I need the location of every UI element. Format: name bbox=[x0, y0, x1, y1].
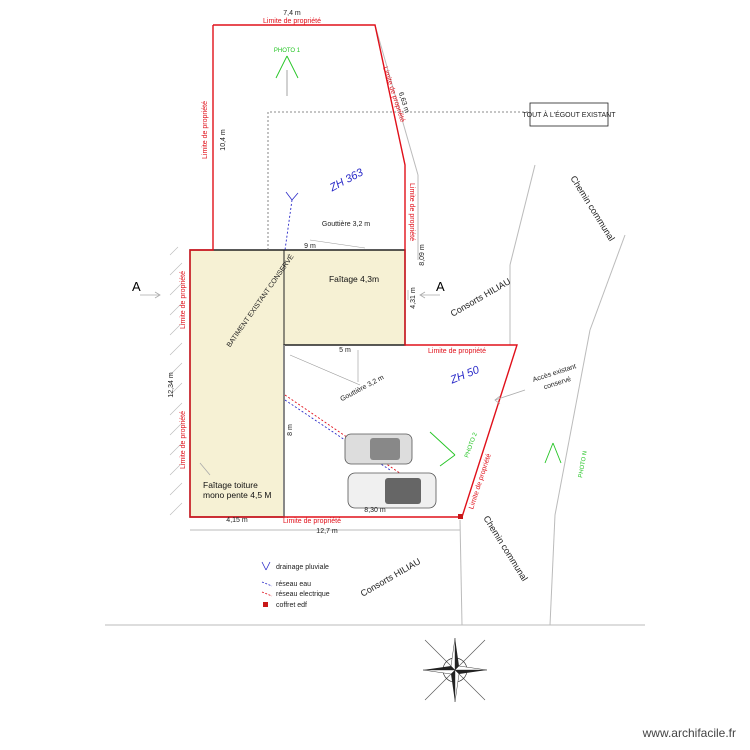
water-line-icon bbox=[261, 581, 273, 587]
parcel-zh50: ZH 50 bbox=[448, 364, 482, 387]
chemin-top-label: Chemin communal bbox=[568, 174, 616, 243]
dim-left-upper: 10,4 m bbox=[220, 129, 227, 151]
legend-label-4: coffret edf bbox=[276, 602, 307, 609]
limit-label-diag-lower: Limite de propriété bbox=[468, 453, 493, 510]
sewer-box bbox=[529, 102, 609, 127]
dim-annex-height: 4,31 m bbox=[410, 287, 417, 309]
gutter-mid-label: Gouttière 3,2 m bbox=[339, 374, 385, 403]
sewer-line bbox=[267, 111, 530, 250]
limit-label-left-lower: Limite de propriété bbox=[180, 411, 187, 469]
section-a-left: A bbox=[132, 279, 141, 294]
limit-label-bottom: Limite de propriété bbox=[283, 518, 341, 525]
consorts-top-label: Consorts HILIAU bbox=[449, 276, 512, 318]
legend-label-2: réseau eau bbox=[276, 581, 311, 588]
dim-right-upper: 8,09 m bbox=[419, 244, 426, 266]
photo2-label: PHOTO 2 bbox=[464, 431, 479, 458]
drainage-fork-icon bbox=[285, 191, 299, 201]
edf-box-icon bbox=[263, 602, 268, 607]
dim-inner-vertical: 8 m bbox=[287, 424, 294, 436]
dim-left-lower: 12,34 m bbox=[168, 372, 175, 397]
dim-bottom-left: 4,15 m bbox=[226, 517, 248, 524]
photo1-marker bbox=[275, 55, 299, 96]
property-limit-line bbox=[189, 24, 518, 518]
limit-label-right: Limite de propriété bbox=[408, 183, 415, 241]
dim-top-width: 7,4 m bbox=[283, 10, 301, 17]
photo2-marker bbox=[429, 431, 456, 467]
sewer-box-label: TOUT À L'ÉGOUT EXISTANT bbox=[522, 110, 616, 119]
roof-ridge-line1: Faîtage toiture bbox=[203, 480, 258, 490]
car-1 bbox=[344, 433, 413, 465]
legend-label-1: drainage pluviale bbox=[276, 564, 329, 571]
legend: drainage pluviale réseau eau réseau elec… bbox=[261, 561, 330, 609]
limit-label-left-mid: Limite de propriété bbox=[180, 271, 187, 329]
photo3-marker bbox=[544, 442, 562, 464]
consorts-bottom-label: Consorts HILIAU bbox=[359, 556, 422, 598]
roof-ridge-line2: mono pente 4,5 M bbox=[203, 490, 272, 500]
section-arrows bbox=[140, 291, 526, 476]
parcel-zh363: ZH 363 bbox=[327, 166, 366, 194]
dim-building-width: 9 m bbox=[304, 243, 316, 250]
gutter-arrows bbox=[289, 239, 409, 386]
watermark: www.archifacile.fr bbox=[642, 726, 736, 740]
photo3-label: PHOTO N bbox=[578, 450, 589, 478]
limit-label-mid: Limite de propriété bbox=[428, 348, 486, 355]
edf-box bbox=[458, 514, 463, 519]
dim-bottom-total: 12,7 m bbox=[316, 528, 338, 535]
left-hatching bbox=[169, 246, 183, 516]
chemin-bottom-label: Chemin communal bbox=[481, 514, 529, 583]
gutter-top-label: Gouttière 3,2 m bbox=[322, 221, 370, 228]
photo1-label: PHOTO 1 bbox=[274, 48, 301, 54]
dim-bottom-right: 8,30 m bbox=[364, 507, 386, 514]
dim-annex-width: 5 m bbox=[339, 347, 351, 354]
drainage-icon bbox=[261, 561, 271, 571]
limit-label-left-upper: Limite de propriété bbox=[202, 101, 209, 159]
section-a-right: A bbox=[436, 279, 445, 294]
electric-line-icon bbox=[261, 591, 273, 597]
ridge-annex-label: Faîtage 4,3m bbox=[329, 274, 379, 284]
chemin-communal-road bbox=[105, 24, 645, 626]
car-2 bbox=[347, 472, 437, 509]
limit-label-top: Limite de propriété bbox=[263, 18, 321, 25]
legend-label-3: réseau electrique bbox=[276, 591, 330, 598]
compass-rose-icon bbox=[422, 637, 488, 703]
